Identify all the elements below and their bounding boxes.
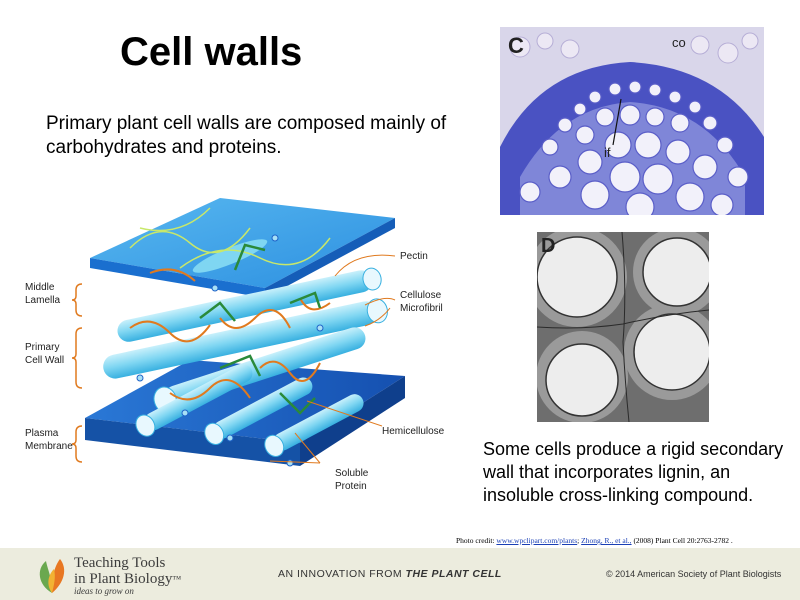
micrograph-d-letter: D	[541, 235, 555, 257]
micrograph-c-label-co: co	[672, 35, 686, 50]
pointer-lines	[269, 254, 396, 464]
intro-text: Primary plant cell walls are composed ma…	[46, 112, 486, 160]
brand-trademark: ™	[172, 574, 182, 584]
intro-line-2: carbohydrates and proteins.	[46, 137, 282, 158]
credit-link-wpclipart[interactable]: www.wpclipart.com/plants	[496, 536, 578, 545]
credit-link-zhong[interactable]: Zhong, R., et al.,	[581, 536, 632, 545]
label-hemicellulose: Hemicellulose	[382, 426, 445, 437]
intro-line-1: Primary plant cell walls are composed ma…	[46, 113, 447, 134]
cell-wall-diagram: Middle Lamella Primary Cell Wall Plasma …	[25, 198, 445, 492]
label-cellulose-microfibril-1: Cellulose	[400, 290, 442, 301]
soluble-proteins	[136, 234, 324, 467]
footer-tagline: ideas to grow on	[74, 586, 134, 596]
label-plasma-membrane-1: Plasma	[25, 428, 59, 439]
middle-lamella-layer	[90, 198, 395, 298]
footer-bar: Teaching Tools in Plant Biology™ ideas t…	[0, 548, 800, 600]
brand-line-2: in Plant Biology	[74, 571, 173, 587]
innovation-prefix: AN INNOVATION FROM	[278, 568, 406, 580]
micrograph-c-letter: C	[508, 33, 524, 58]
pectin-strands	[129, 268, 331, 401]
slide-title: Cell walls	[120, 30, 303, 74]
credit-suffix: (2008) Plant Cell 20:2763-2782 .	[631, 536, 733, 545]
teaching-tools-logo-icon	[39, 559, 65, 593]
label-cellulose-microfibril-2: Microfibril	[400, 303, 443, 314]
label-pectin: Pectin	[400, 251, 428, 262]
label-soluble-protein-1: Soluble	[335, 468, 369, 479]
secondary-wall-text: Some cells produce a rigid secondary wal…	[483, 439, 784, 505]
micrograph-d: D	[537, 232, 709, 422]
photo-credit: Photo credit: www.wpclipart.com/plants; …	[456, 536, 733, 545]
label-primary-cell-wall-2: Cell Wall	[25, 355, 64, 366]
footer-copyright: © 2014 American Society of Plant Biologi…	[606, 569, 782, 579]
innovation-journal: THE PLANT CELL	[405, 568, 502, 580]
left-brackets	[71, 283, 83, 463]
brand-line-1: Teaching Tools	[74, 555, 166, 571]
credit-separator: ;	[577, 536, 582, 545]
label-middle-lamella-2: Lamella	[25, 295, 60, 306]
hemicellulose-strands	[199, 243, 322, 415]
micrograph-c: C co if	[500, 27, 764, 215]
label-middle-lamella-1: Middle	[25, 282, 55, 293]
label-soluble-protein-2: Protein	[335, 481, 367, 492]
label-plasma-membrane-2: Membrane	[25, 441, 73, 452]
credit-prefix: Photo credit:	[456, 536, 497, 545]
footer-brand: Teaching Tools in Plant Biology™	[74, 555, 181, 587]
footer-innovation: AN INNOVATION FROM THE PLANT CELL	[278, 568, 502, 580]
label-primary-cell-wall-1: Primary	[25, 342, 59, 353]
micrograph-c-label-if: if	[604, 145, 611, 160]
